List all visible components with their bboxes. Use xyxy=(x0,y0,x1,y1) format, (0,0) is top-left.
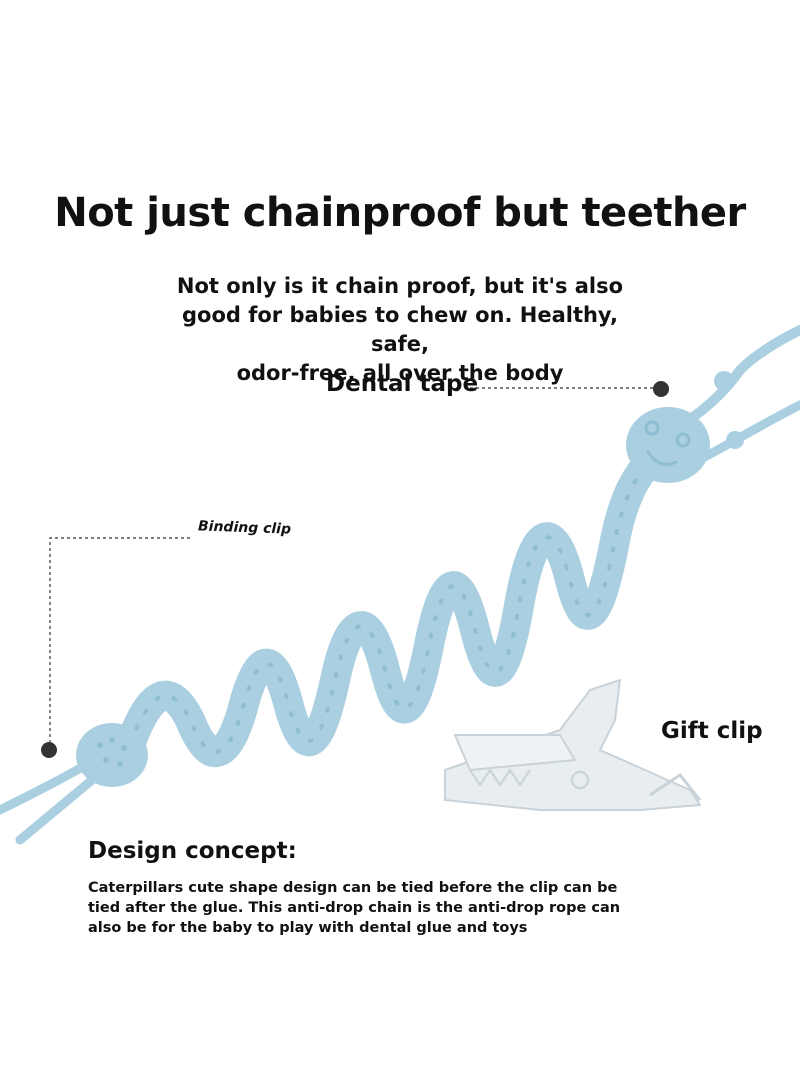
design-line: also be for the baby to play with dental… xyxy=(88,920,528,936)
tail-dot xyxy=(97,742,103,748)
gift-clip-label: Gift clip xyxy=(661,718,763,744)
headline: Not just chainproof but teether xyxy=(54,190,746,236)
tail-dot xyxy=(121,745,127,751)
caterpillar-body-shade xyxy=(128,448,662,754)
design-line: tied after the glue. This anti-drop chai… xyxy=(88,900,621,916)
design-line: Caterpillars cute shape design can be ti… xyxy=(88,880,618,896)
tail-dot xyxy=(117,761,123,767)
subtitle-line: Not only is it chain proof, but it's als… xyxy=(176,274,624,298)
binding-clip-label: Binding clip xyxy=(197,518,292,538)
head-smile xyxy=(646,450,678,466)
strap-bead xyxy=(714,371,734,391)
binding-clip-leader xyxy=(49,537,190,748)
design-concept-title: Design concept: xyxy=(88,838,297,864)
subtitle-line: odor-free, all over the body xyxy=(236,361,564,385)
strap-bead xyxy=(726,431,744,449)
tail-dot xyxy=(103,757,109,763)
head-eye xyxy=(675,432,691,448)
dental-tape-dot xyxy=(653,381,669,397)
tail-dot xyxy=(109,737,115,743)
head-eye xyxy=(644,420,660,436)
caterpillar-head xyxy=(626,407,710,483)
gift-clip-image xyxy=(444,679,702,811)
subtitle-line: good for babies to chew on. Healthy, saf… xyxy=(182,303,618,356)
binding-clip-dot xyxy=(41,742,57,758)
dental-tape-label: Dental tape xyxy=(326,371,479,397)
caterpillar-tail xyxy=(76,723,148,787)
subtitle: Not only is it chain proof, but it's als… xyxy=(150,272,650,388)
design-concept-body: Caterpillars cute shape design can be ti… xyxy=(88,878,648,938)
